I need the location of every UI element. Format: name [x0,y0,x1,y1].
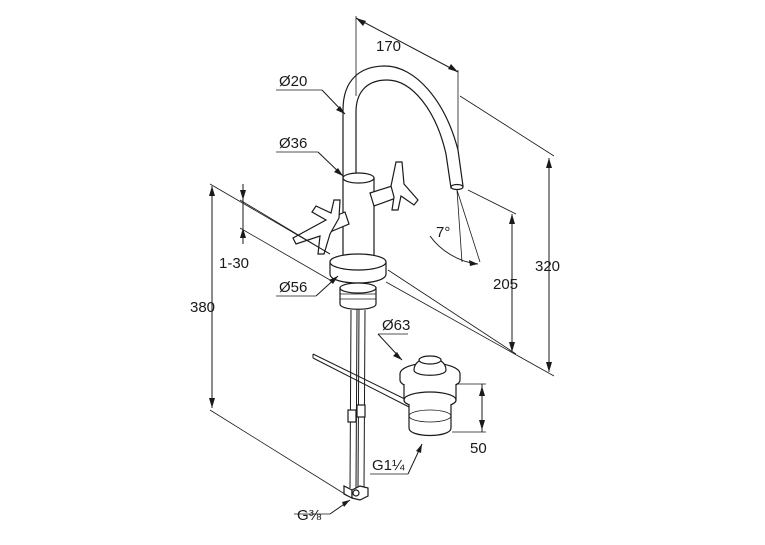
label-spout-angle: 7° [436,224,450,241]
label-outlet-height: 205 [493,276,518,293]
label-spout-diameter: Ø20 [279,73,307,90]
label-waste-height: 50 [470,440,487,457]
supply-hose-left [349,309,352,489]
lift-rod [312,353,414,404]
supply-hose-right [357,309,360,489]
label-supply-thread: G⅜ [297,507,322,524]
handle-right [390,161,419,211]
label-waste-thread: G1¼ [372,457,405,474]
label-reach: 170 [376,38,401,55]
label-overall-length: 380 [190,299,215,316]
label-height-total: 320 [535,258,560,275]
label-base-diameter: Ø56 [279,279,307,296]
label-deck-thickness: 1-30 [219,255,249,272]
label-body-diameter: Ø36 [279,135,307,152]
dimension-lines [209,16,555,515]
handle-left [292,199,341,255]
faucet [292,65,464,501]
pop-up-waste [312,353,461,437]
label-waste-diameter: Ø63 [382,317,410,334]
dimension-labels: 170 Ø20 Ø36 320 205 7° 1-30 380 Ø56 Ø63 … [190,38,560,524]
